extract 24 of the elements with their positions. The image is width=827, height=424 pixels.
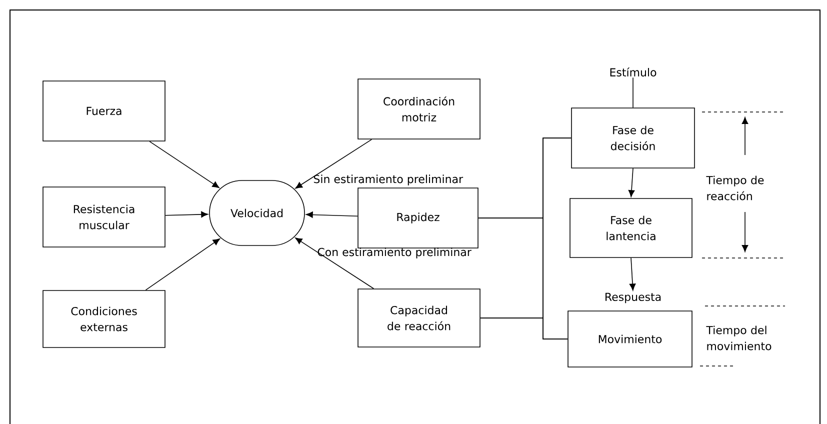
process-box: Movimiento [568, 310, 692, 368]
arrow [629, 258, 636, 291]
process-box: Fase de lantencia [570, 198, 692, 258]
dimension-label: Tiempo de reacción [706, 176, 764, 200]
node-text: Respuesta [606, 292, 661, 304]
node-text: Estímulo [610, 68, 656, 76]
dimension-label: Tiempo del movimiento [706, 326, 772, 350]
process-box: Coordinación motriz [358, 78, 480, 140]
rounded-box: Velocidad [209, 180, 305, 246]
arrow [295, 139, 372, 189]
process-box: Fuerza [42, 80, 166, 142]
arrow [165, 211, 208, 218]
process-box: Rapidez [358, 188, 478, 248]
note-text: Sin estiramiento preliminar [314, 174, 464, 186]
arrow [145, 238, 220, 290]
process-box: Resistencia muscular [42, 186, 166, 248]
process-box: Fase de decisión [571, 108, 695, 168]
arrow [295, 238, 374, 289]
process-box: Capacidad de reacción [358, 288, 480, 348]
note-text: Con estiramiento preliminar [318, 248, 472, 258]
process-box: Condiciones externas [42, 290, 166, 348]
arrow [306, 212, 358, 218]
arrow [149, 141, 220, 188]
arrow [628, 168, 635, 198]
